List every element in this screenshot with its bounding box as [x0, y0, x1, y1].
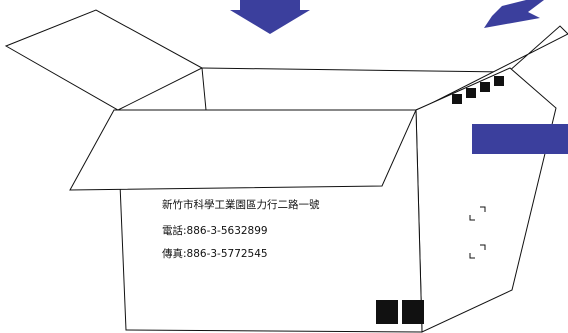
umbrella-icon — [494, 76, 504, 86]
umbrella-icon — [466, 88, 476, 98]
fragile-icon — [376, 300, 398, 324]
box-crease — [201, 67, 207, 111]
arrow-down-icon — [230, 0, 310, 34]
box-phone: 電話:886-3-5632899 — [162, 224, 268, 237]
fragile-icon — [452, 94, 462, 104]
box-front-flap — [69, 109, 417, 191]
corner-marks — [469, 206, 486, 259]
blue-tab — [472, 124, 568, 154]
box-address: 新竹市科學工業園區力行二路一號 — [162, 198, 320, 211]
box-left-flap — [4, 9, 204, 111]
box-fax: 傳真:886-3-5772545 — [162, 247, 268, 260]
umbrella-icon — [402, 300, 424, 324]
box-right-side — [415, 67, 557, 333]
shipping-icons — [452, 76, 504, 104]
this-side-up-icon — [480, 82, 490, 92]
arrow-diagonal-icon — [484, 0, 544, 28]
